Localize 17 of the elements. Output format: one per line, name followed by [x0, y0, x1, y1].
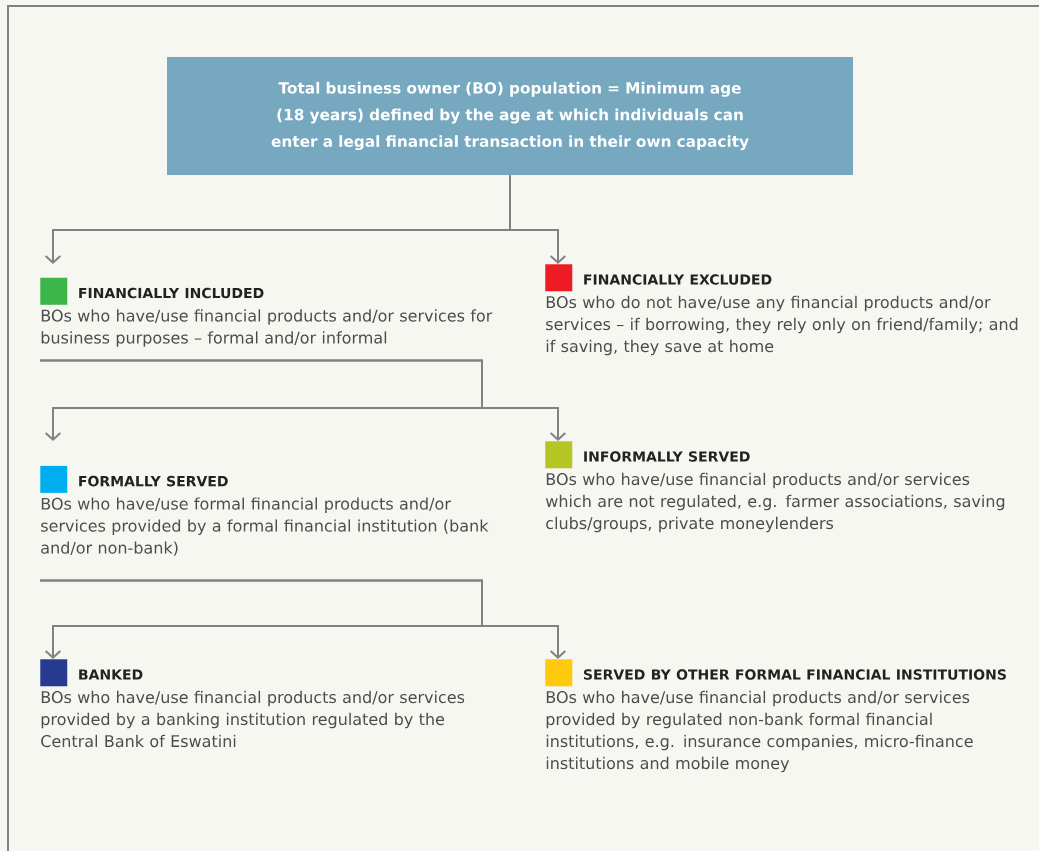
arrow: [509, 174, 567, 264]
category-heading: FINANCIALLY EXCLUDED: [584, 274, 772, 285]
title-box: [167, 57, 853, 175]
arrow: [39, 359, 567, 441]
title-text: Total business owner (BO) population = Minimum age (18 years) defined by the age at which individuals can enter a legal financial transaction in their own capacity: [271, 81, 749, 151]
category-heading: FINANCIALLY INCLUDED: [79, 287, 264, 299]
arrow: [39, 579, 567, 659]
category-heading: FORMALLY SERVED: [79, 475, 228, 487]
category-description: BOs who have/use financial products and/or services for business purposes – formal and/or informal: [41, 309, 493, 347]
category-description: BOs who have/use financial products and/or services provided by regulated non-bank formal financial institutions, e.g. insurance companies, micro-finance institutions and mobile money: [546, 690, 973, 773]
category-heading: INFORMALLY SERVED: [584, 451, 750, 462]
category-heading: BANKED: [79, 669, 143, 680]
category-description: BOs who do not have/use any financial products and/or services – if borrowing, they rely only on friend/family; and if saving, they save at home: [546, 295, 1018, 356]
category-description: BOs who have/use financial products and/or services which are not regulated, e.g. farmer associations, saving clubs/groups, private moneylenders: [545, 472, 1005, 533]
category-description: BOs who have/use formal financial products and/or services provided by a formal financial institution (bank and/or non-bank): [41, 497, 489, 556]
category-description: BOs who have/use financial products and/or services provided by a banking institution regulated by the Central Bank of Eswatini: [41, 690, 465, 748]
category-heading: SERVED BY OTHER FORMAL FINANCIAL INSTITUTIONS: [583, 669, 1006, 680]
